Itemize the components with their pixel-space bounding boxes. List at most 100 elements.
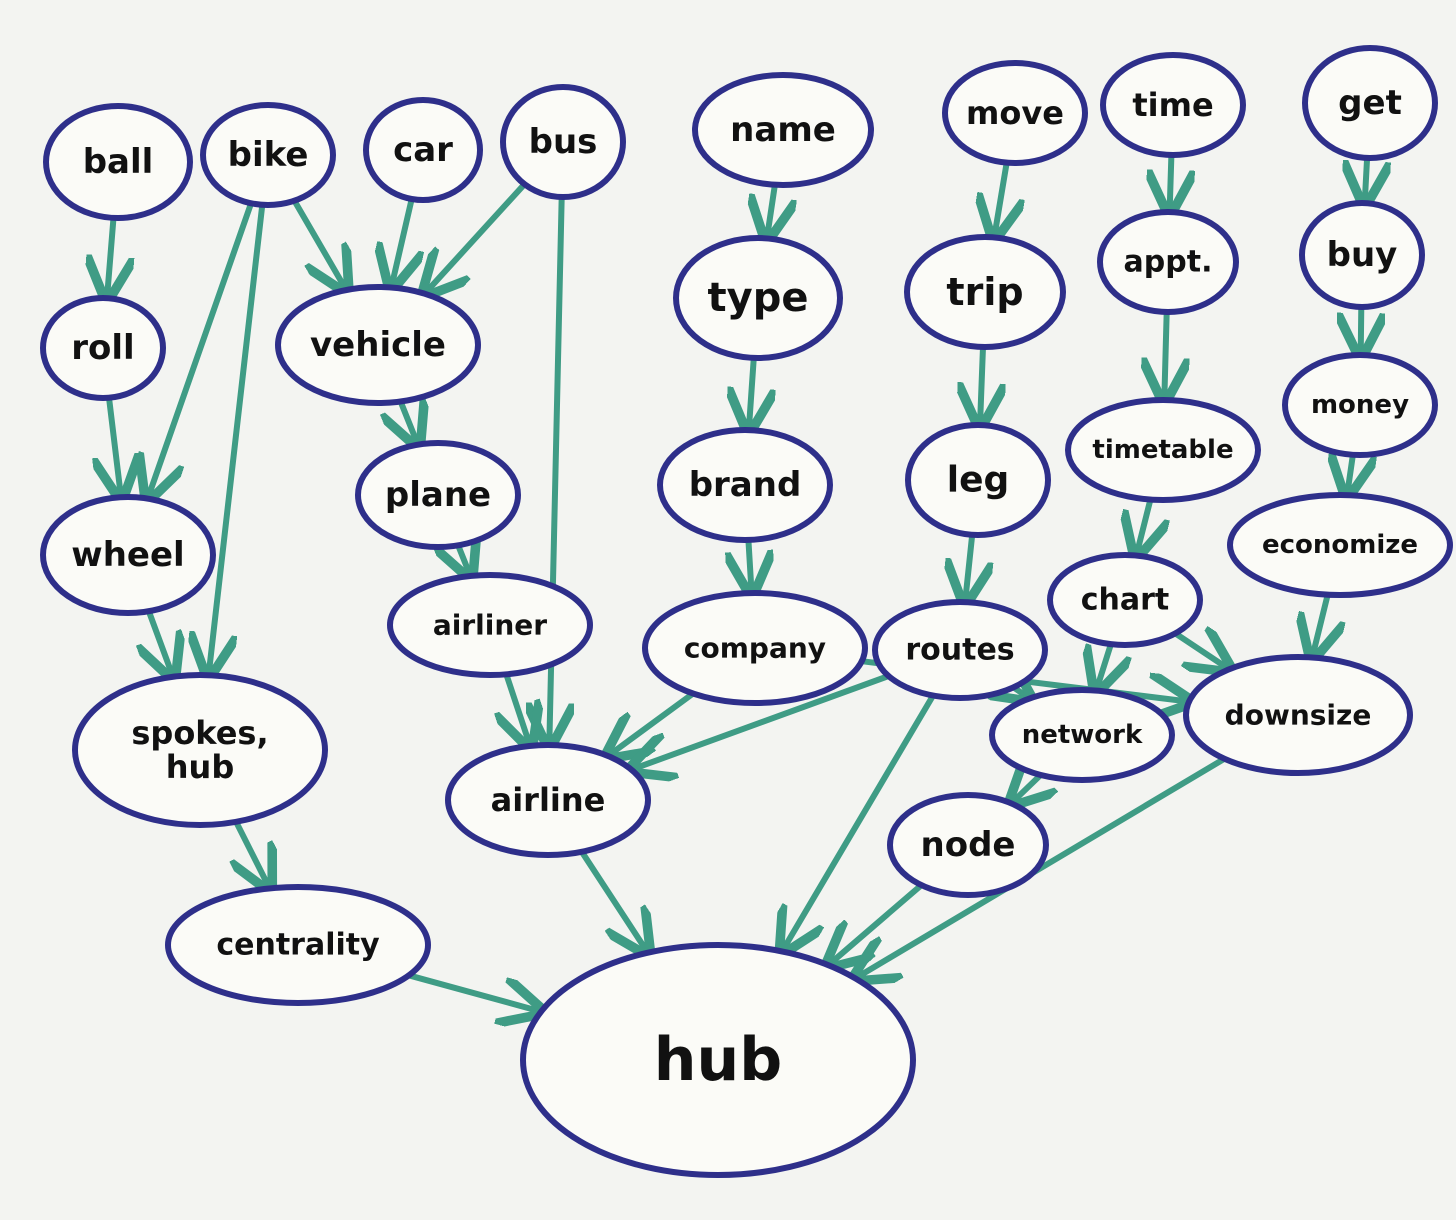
edge-move-to-trip — [994, 159, 1007, 238]
node-label: car — [393, 130, 453, 170]
node-label: spokes,hub — [131, 714, 268, 786]
node-chart: chart — [1047, 552, 1203, 648]
edges-layer — [107, 152, 1367, 1012]
node-spokes-hub: spokes,hub — [72, 672, 328, 828]
node-label: appt. — [1124, 245, 1213, 280]
node-ball: ball — [43, 103, 193, 221]
edge-timetable-to-chart — [1136, 496, 1150, 556]
node-label: get — [1338, 83, 1402, 123]
node-label: wheel — [71, 535, 184, 575]
node-buy: buy — [1299, 200, 1425, 310]
node-outline — [1097, 209, 1239, 315]
node-label: centrality — [216, 928, 380, 963]
node-outline — [905, 422, 1051, 538]
edge-brand-to-company — [748, 537, 751, 593]
node-outline — [1299, 200, 1425, 310]
edge-centrality-to-hub — [405, 972, 541, 1011]
edge-node-to-hub — [828, 882, 925, 965]
node-outline — [1047, 552, 1203, 648]
node-label: downsize — [1225, 699, 1372, 732]
node-wheel: wheel — [40, 494, 216, 616]
edge-chart-to-network — [1096, 641, 1111, 690]
edge-get-to-buy — [1365, 154, 1367, 203]
edge-economize-to-downsize — [1312, 591, 1328, 658]
node-trip: trip — [904, 234, 1066, 350]
node-centrality: centrality — [165, 884, 431, 1006]
node-label: vehicle — [310, 325, 446, 365]
node-roll: roll — [40, 295, 166, 401]
node-label: network — [1022, 720, 1143, 750]
node-label: node — [921, 825, 1016, 865]
node-label: routes — [905, 633, 1014, 668]
node-hub: hub — [520, 942, 916, 1178]
edge-bus-to-vehicle — [425, 181, 528, 294]
edge-car-to-vehicle — [391, 196, 411, 288]
edge-time-to-appt — [1170, 152, 1172, 212]
node-label: bus — [529, 122, 598, 162]
node-timetable: timetable — [1065, 397, 1261, 503]
node-airliner: airliner — [387, 572, 593, 678]
node-downsize: downsize — [1183, 654, 1413, 776]
node-node: node — [887, 792, 1049, 898]
node-label: chart — [1081, 583, 1170, 618]
node-outline — [1065, 397, 1261, 503]
node-label: bike — [228, 135, 309, 175]
node-label: timetable — [1092, 435, 1233, 465]
node-outline — [904, 234, 1066, 350]
node-outline — [275, 284, 481, 406]
edge-airline-to-hub — [578, 848, 648, 953]
edge-wheel-to-spokes_hub — [149, 608, 173, 677]
node-label: hub — [654, 1025, 782, 1095]
node-outline — [40, 295, 166, 401]
node-label: airliner — [433, 609, 547, 642]
node-label: time — [1132, 86, 1213, 124]
edge-vehicle-to-plane — [401, 402, 418, 445]
edge-company-to-airline — [608, 690, 697, 757]
node-time: time — [1100, 52, 1246, 158]
node-label: roll — [71, 328, 134, 368]
node-appt: appt. — [1097, 209, 1239, 315]
edge-type-to-brand — [749, 354, 754, 430]
edge-trip-to-leg — [980, 344, 983, 425]
node-type: type — [673, 235, 843, 361]
node-outline — [673, 235, 843, 361]
node-car: car — [363, 97, 483, 203]
edge-name-to-type — [767, 181, 775, 239]
node-outline — [872, 599, 1048, 701]
edge-spokes_hub-to-centrality — [236, 818, 270, 889]
edge-ball-to-roll — [107, 214, 114, 298]
node-label: economize — [1262, 530, 1418, 560]
node-label: ball — [83, 142, 154, 182]
node-outline — [363, 97, 483, 203]
node-label: leg — [947, 460, 1010, 501]
node-outline — [1100, 52, 1246, 158]
edge-roll-to-wheel — [109, 394, 121, 498]
node-outline — [989, 687, 1175, 783]
edge-bike-to-vehicle — [291, 197, 346, 290]
node-outline — [887, 792, 1049, 898]
node-label: money — [1311, 390, 1409, 420]
node-outline — [43, 103, 193, 221]
node-label: plane — [385, 475, 491, 515]
node-plane: plane — [355, 440, 521, 550]
edge-money-to-economize — [1347, 455, 1353, 495]
node-bus: bus — [500, 84, 626, 200]
edge-plane-to-airliner — [458, 545, 470, 576]
node-outline — [1282, 352, 1438, 458]
node-routes: routes — [872, 599, 1048, 701]
edge-appt-to-timetable — [1164, 309, 1166, 400]
node-leg: leg — [905, 422, 1051, 538]
node-label: type — [708, 275, 809, 321]
node-label: move — [966, 94, 1064, 132]
node-outline — [1227, 492, 1453, 598]
node-outline — [942, 60, 1088, 166]
node-network: network — [989, 687, 1175, 783]
node-get: get — [1302, 45, 1438, 161]
node-outline — [500, 84, 626, 200]
node-outline — [355, 440, 521, 550]
node-label: company — [684, 632, 826, 665]
node-name: name — [692, 72, 874, 188]
edge-bike-to-spokes_hub — [209, 201, 266, 675]
node-outline — [642, 590, 868, 706]
